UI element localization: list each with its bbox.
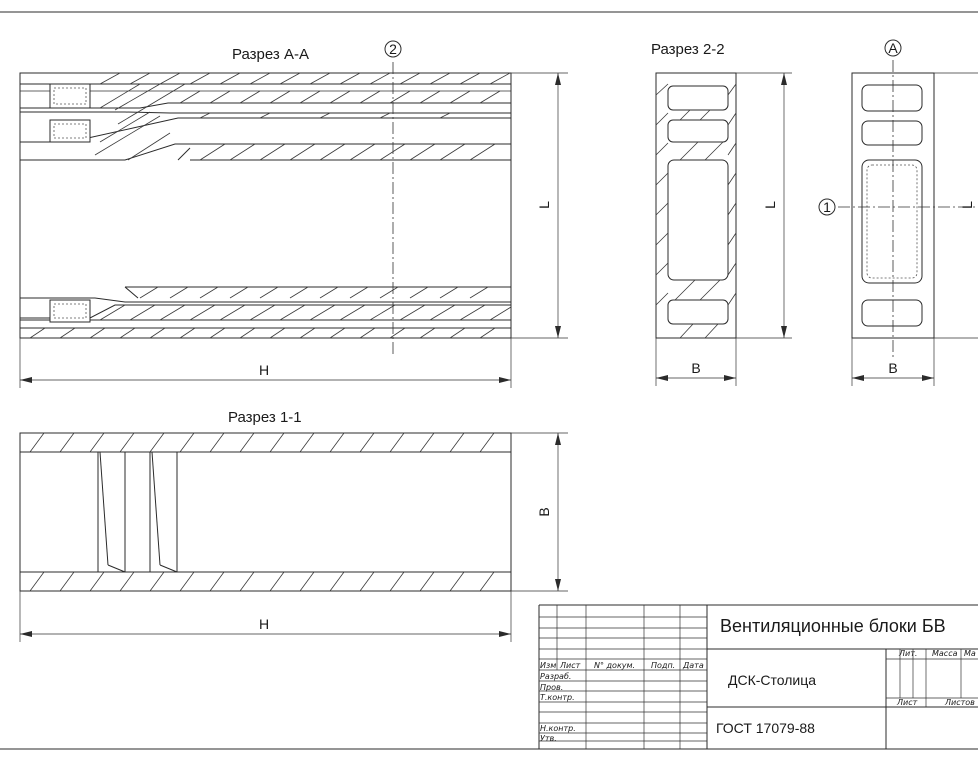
axis-1-marker — [818, 198, 836, 216]
row-tkontr: Т.контр. — [540, 693, 575, 702]
row-prov: Пров. — [540, 683, 563, 692]
row-utv: Утв. — [540, 734, 557, 743]
section-11-title: Разрез 1-1 — [228, 409, 302, 426]
dim-h-bottom-label: Н — [259, 616, 269, 632]
dim-b-22 — [655, 338, 737, 386]
dim-b-view — [851, 338, 935, 386]
stamp-listov: Листов — [944, 698, 975, 707]
dim-b-view-label: В — [888, 360, 897, 376]
row-nkontr: Н.контр. — [540, 724, 576, 733]
section-aa-outline — [19, 72, 512, 339]
row-razrab: Разраб. — [540, 672, 571, 681]
axis-1-label: 1 — [823, 199, 831, 215]
dim-l-22-label: L — [762, 201, 778, 209]
dim-l-22 — [736, 72, 792, 339]
col-list: Лист — [559, 661, 581, 670]
section-22-outline — [655, 72, 737, 339]
col-izm: Изм — [540, 661, 556, 670]
dim-l-aa — [511, 72, 568, 339]
section-aa-bottom-hatch — [29, 286, 512, 339]
section-22-title: Разрез 2-2 — [651, 41, 725, 58]
section-aa-bottom-cell — [49, 299, 91, 323]
axis-2-label: 2 — [389, 41, 397, 57]
section-11-hatch — [29, 432, 495, 592]
axis-a-label: А — [888, 40, 898, 56]
col-sign: Подп. — [651, 661, 675, 670]
section-11-partitions — [97, 451, 178, 573]
stamp-masshtab: Ма — [964, 649, 976, 658]
view-a: А 1 L В — [818, 39, 978, 386]
dim-b-22-label: В — [691, 360, 700, 376]
dim-h-top — [19, 338, 512, 388]
section-22: Разрез 2-2 L — [651, 41, 792, 386]
section-aa-bottom-walls — [20, 286, 511, 329]
stamp-list: Лист — [896, 698, 918, 707]
view-a-outline — [851, 72, 935, 339]
stamp-massa: Масса — [932, 649, 958, 658]
section-aa-top-walls — [20, 83, 511, 161]
section-aa-top-hatch — [94, 72, 511, 161]
section-aa-title: Разрез А-А — [232, 46, 309, 63]
dim-h-bottom — [19, 591, 512, 642]
section-11: Разрез 1-1 — [19, 409, 568, 642]
col-date: Дата — [682, 661, 704, 670]
dim-l-view-label: L — [959, 201, 975, 209]
dim-l-aa-label: L — [536, 201, 552, 209]
stamp-lit: Лит. — [898, 649, 917, 658]
title-block: Изм Лист N° докум. Подп. Дата Разраб. Пр… — [538, 604, 978, 749]
col-doc: N° докум. — [594, 661, 635, 670]
stamp-title: Вентиляционные блоки БВ — [720, 616, 946, 636]
axis-2-marker — [384, 40, 402, 58]
axis-a-marker — [884, 39, 902, 57]
title-block-grid — [539, 605, 707, 749]
dim-b-11-label: В — [536, 507, 552, 516]
stamp-standard: ГОСТ 17079-88 — [716, 720, 815, 736]
section-aa-top-cells — [49, 83, 91, 143]
dim-b-11 — [511, 432, 568, 592]
dim-h-top-label: Н — [259, 362, 269, 378]
section-22-hatch — [655, 83, 737, 339]
stamp-company: ДСК-Столица — [728, 672, 816, 688]
section-11-outline — [19, 432, 512, 592]
section-aa: Разрез А-А — [19, 40, 568, 388]
